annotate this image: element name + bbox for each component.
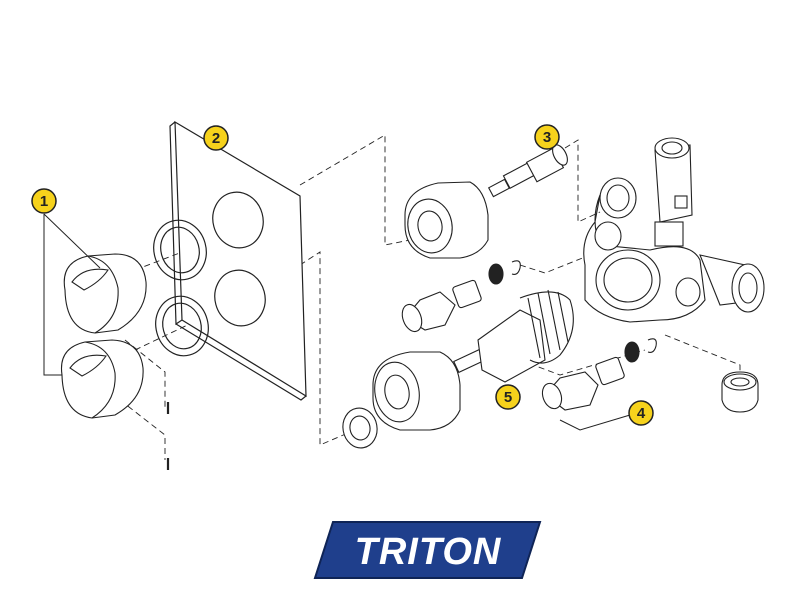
- outlet-cap: [721, 371, 759, 413]
- callout-1-leader: [43, 213, 101, 376]
- thermostatic-cartridge: [453, 289, 574, 383]
- callout-2-label: 2: [212, 130, 220, 147]
- faceplate-seals: [153, 219, 209, 357]
- callout-5: 5: [495, 384, 521, 410]
- triton-logo-text: TRITON: [355, 531, 502, 573]
- control-knob-lower: [60, 339, 144, 419]
- callout-3-label: 3: [543, 129, 551, 146]
- callout-1: 1: [31, 188, 57, 214]
- control-knob-upper: [63, 253, 147, 334]
- check-valve-assembly: [541, 338, 657, 411]
- callout-3: 3: [534, 124, 560, 150]
- callout-4-label: 4: [637, 405, 646, 422]
- upper-shroud: [404, 181, 489, 259]
- triton-logo: TRITON: [313, 521, 542, 579]
- callout-4-leader: [559, 414, 631, 431]
- upper-check-valve: [401, 260, 521, 333]
- faceplate: [169, 120, 307, 401]
- valve-body: [583, 137, 765, 323]
- callout-4: 4: [628, 400, 654, 426]
- flow-cartridge: [487, 144, 568, 198]
- callout-2: 2: [203, 125, 229, 151]
- callout-5-label: 5: [504, 389, 512, 406]
- lower-shroud: [372, 351, 461, 431]
- retaining-ring: [342, 407, 378, 449]
- callout-1-label: 1: [40, 193, 48, 210]
